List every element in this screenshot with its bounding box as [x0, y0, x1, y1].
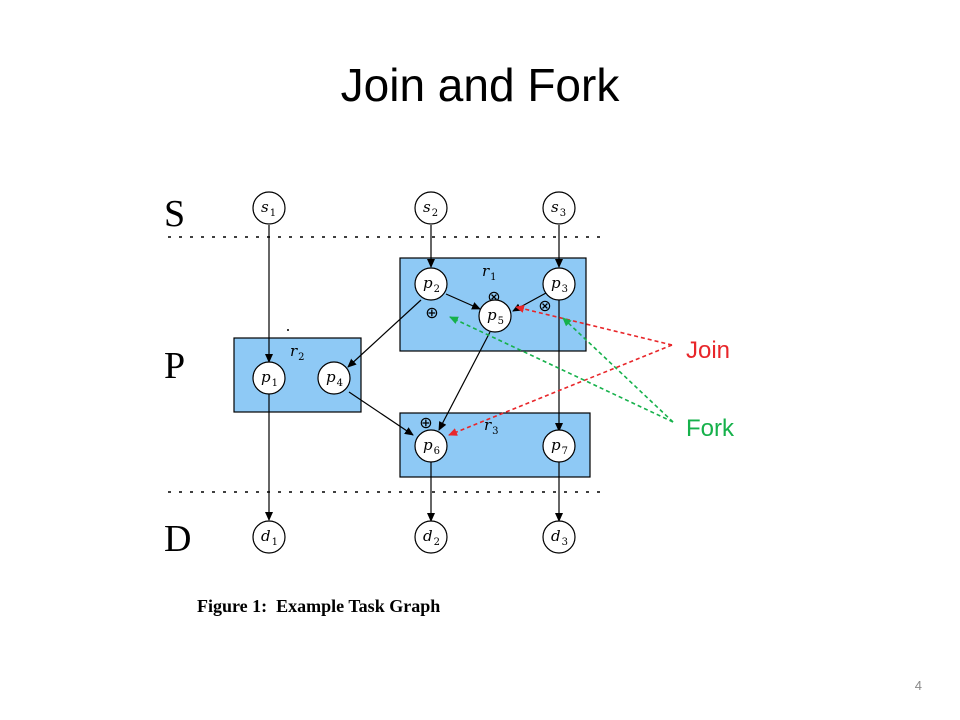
svg-text:p4: p4 — [326, 368, 343, 389]
join-arrow-to-p5 — [515, 305, 673, 346]
task-edges — [265, 225, 563, 522]
svg-text:d3: d3 — [551, 527, 568, 548]
figure-caption: Figure 1: Example Task Graph — [197, 596, 440, 616]
node-s3: s3 — [542, 191, 576, 225]
node-p7: p7 — [542, 429, 576, 463]
fork-arrow-to-r1-oplus — [449, 316, 674, 423]
node-s1: s1 — [252, 191, 286, 225]
box-label-r1: r1 — [482, 262, 497, 283]
node-d3: d3 — [542, 520, 576, 554]
otimes-icon: ⊗ — [538, 296, 551, 315]
join-label: Join — [686, 337, 730, 364]
svg-text:d2: d2 — [423, 527, 440, 548]
svg-text:s3: s3 — [551, 198, 566, 219]
layer-label-p: P — [164, 345, 185, 387]
layer-label-s: S — [164, 193, 185, 235]
edge-p5-p6 — [438, 331, 491, 431]
layer-label-d: D — [164, 518, 191, 560]
svg-text:p7: p7 — [551, 436, 568, 457]
edge-p2-p4 — [347, 299, 422, 368]
node-p4: p4 — [317, 361, 351, 395]
fork-label: Fork — [686, 415, 735, 442]
svg-text:s2: s2 — [423, 198, 438, 219]
node-d2: d2 — [414, 520, 448, 554]
join-arrows — [448, 305, 673, 436]
join-arrow-to-p6 — [448, 344, 673, 436]
node-p6: p6 — [414, 429, 448, 463]
node-p3: p3 — [542, 267, 576, 301]
svg-text:p1: p1 — [261, 368, 278, 389]
svg-text:p6: p6 — [423, 436, 440, 457]
svg-text:d1: d1 — [261, 527, 278, 548]
svg-text:p3: p3 — [551, 274, 568, 295]
box-label-r3: r3 — [484, 416, 499, 437]
figure-dot — [287, 329, 289, 331]
oplus-icon: ⊕ — [419, 413, 432, 432]
node-p1: p1 — [252, 361, 286, 395]
fork-arrows — [449, 316, 674, 423]
box-label-r2: r2 — [290, 342, 305, 363]
oplus-icon: ⊕ — [425, 303, 438, 322]
node-p2: p2 — [414, 267, 448, 301]
node-p5: p5 — [478, 299, 512, 333]
page-number: 4 — [914, 678, 922, 693]
node-d1: d1 — [252, 520, 286, 554]
edge-p4-p6 — [348, 391, 414, 436]
node-s2: s2 — [414, 191, 448, 225]
fork-arrow-to-p3-otimes — [562, 317, 674, 423]
svg-text:p2: p2 — [423, 274, 440, 295]
svg-text:s1: s1 — [261, 198, 276, 219]
slide-title: Join and Fork — [340, 59, 620, 111]
edge-p2-p5 — [445, 293, 481, 310]
svg-text:p5: p5 — [487, 306, 504, 327]
